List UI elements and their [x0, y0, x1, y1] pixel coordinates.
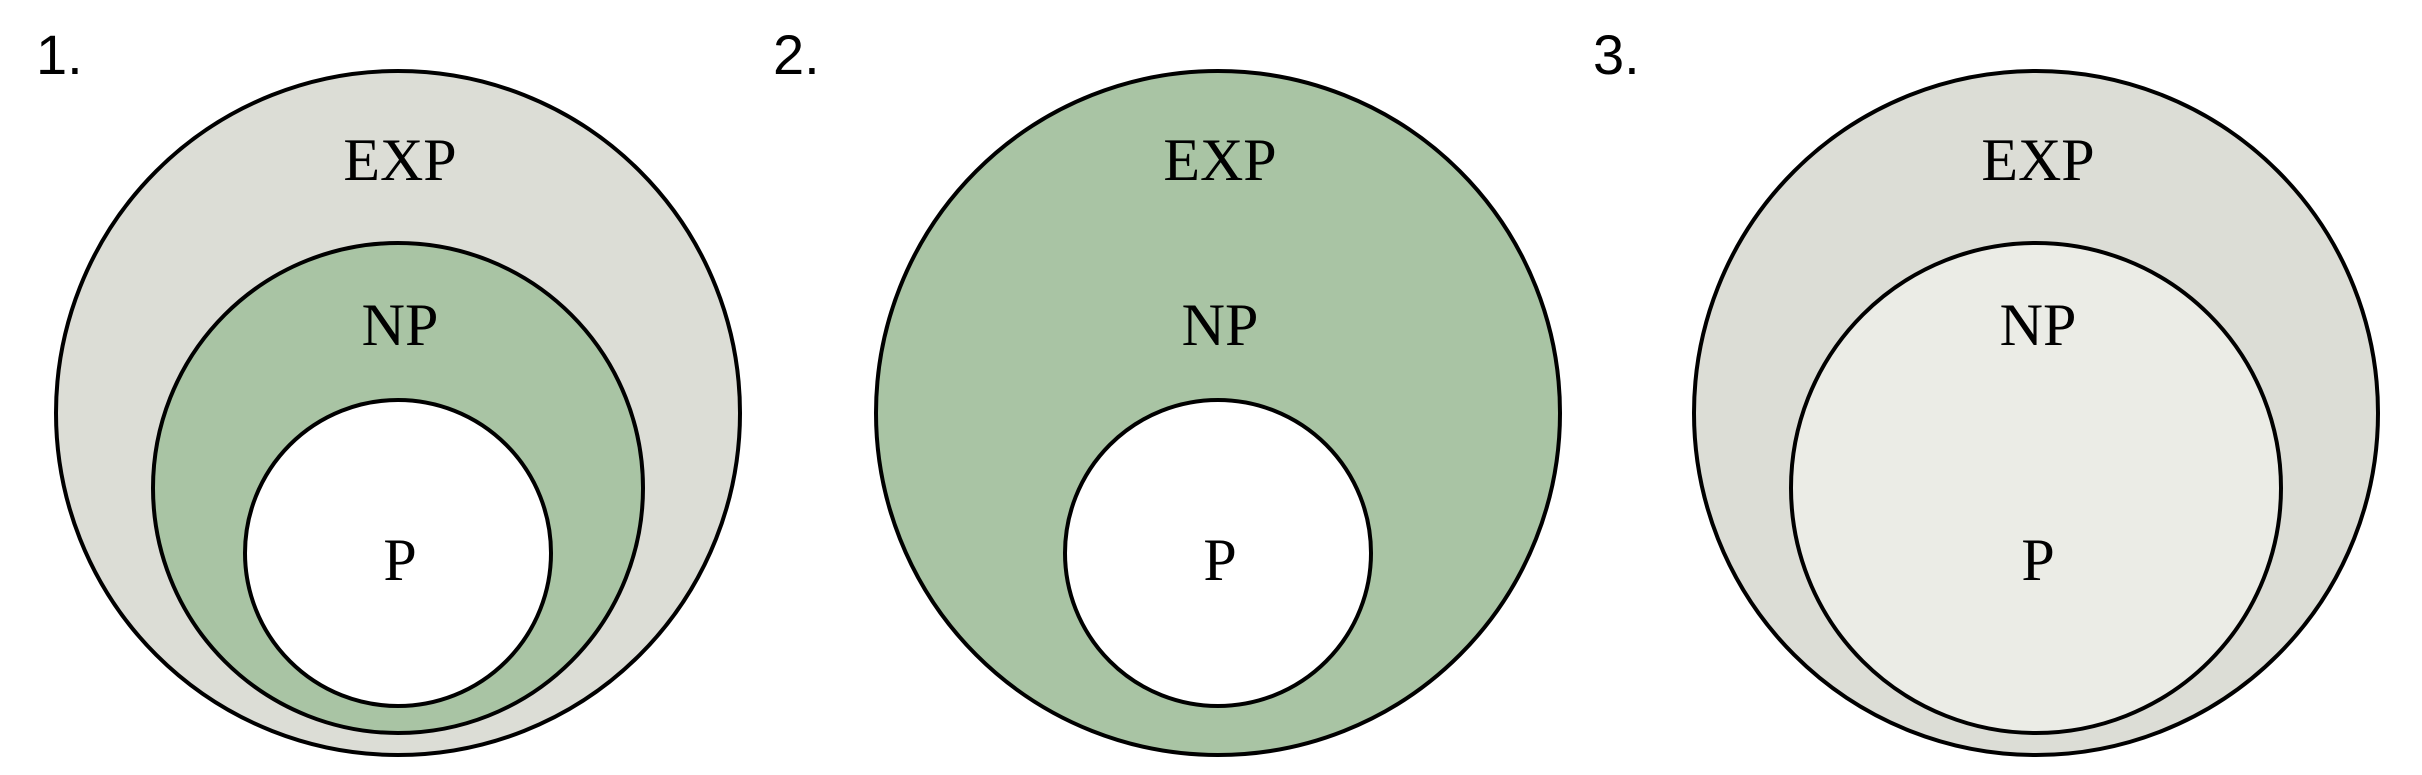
panel-3: 3. EXP NP P	[1593, 23, 2380, 757]
panel-2-number: 2.	[773, 23, 820, 86]
panel-1-np-label: NP	[362, 292, 439, 358]
panel-3-exp-label: EXP	[1981, 127, 2094, 193]
panel-1-number: 1.	[36, 23, 83, 86]
panel-1: 1. EXP NP P	[36, 23, 742, 757]
panel-1-p-label: P	[383, 527, 416, 593]
panel-2-p-label: P	[1203, 527, 1236, 593]
panel-3-np-p-circle	[1789, 241, 2283, 735]
panel-3-np-label: NP	[2000, 292, 2077, 358]
panel-3-p-label: P	[2021, 527, 2054, 593]
panel-1-p-circle	[243, 398, 553, 708]
panel-1-exp-label: EXP	[343, 127, 456, 193]
panel-2-exp-label: EXP	[1163, 127, 1276, 193]
panel-2-p-circle	[1063, 398, 1373, 708]
panel-2: 2. EXP NP P	[773, 23, 1562, 757]
panel-3-number: 3.	[1593, 23, 1640, 86]
panel-2-np-label: NP	[1182, 292, 1259, 358]
